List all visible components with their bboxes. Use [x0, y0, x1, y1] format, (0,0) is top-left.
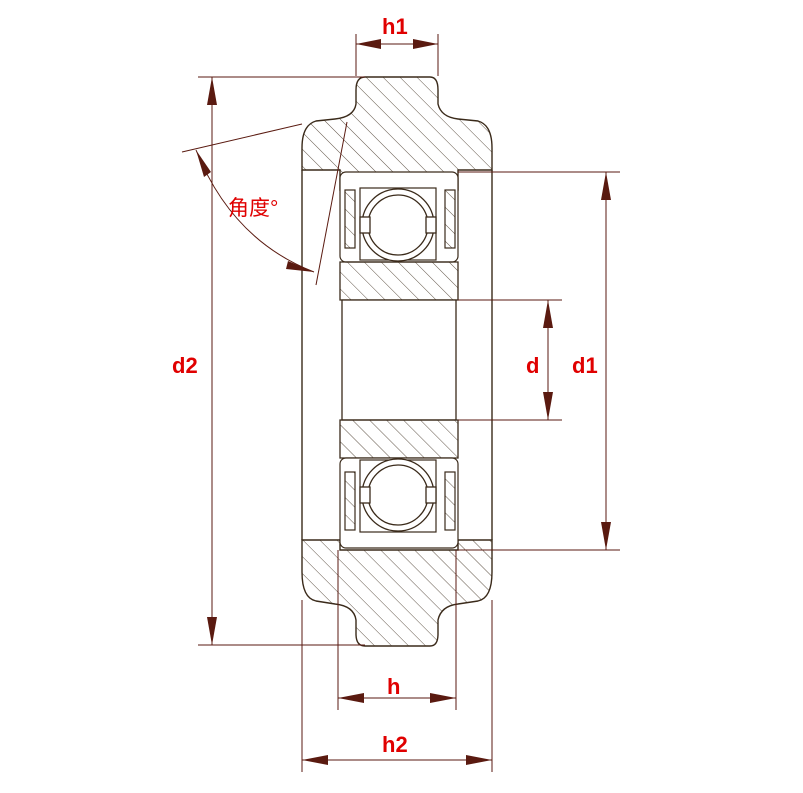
- bearing-inner-ring-top: [339, 261, 459, 301]
- label-d2: d2: [172, 353, 198, 378]
- ball-bottom: [359, 458, 437, 532]
- dimension-lines: [181, 34, 620, 772]
- dimension-arrows: [196, 39, 611, 765]
- label-angle: 角度°: [228, 197, 278, 220]
- bearing-inner-ring-bottom: [339, 419, 459, 459]
- wheel-bore: [301, 170, 493, 540]
- wheel-bottom-section: [301, 539, 493, 647]
- label-d1: d1: [572, 353, 598, 378]
- label-h1: h1: [382, 14, 408, 39]
- shaft-bore: [341, 299, 457, 421]
- ball-top: [359, 188, 437, 262]
- label-h: h: [387, 674, 400, 699]
- label-d: d: [526, 353, 539, 378]
- label-h2: h2: [382, 732, 408, 757]
